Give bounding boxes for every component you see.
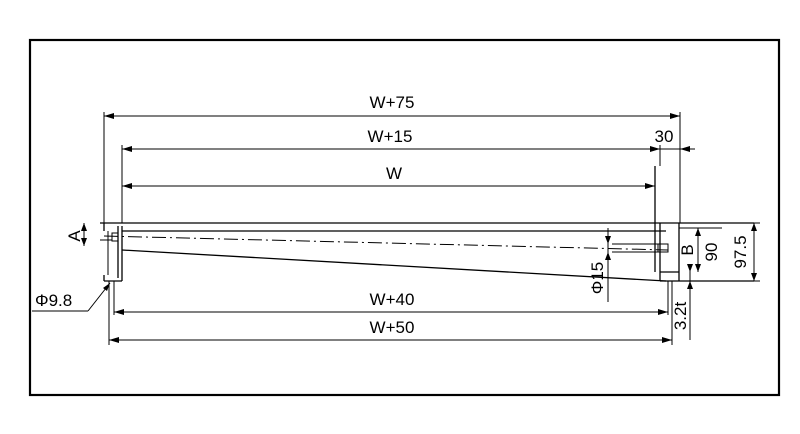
dim-3-2t: 3.2t (671, 302, 690, 331)
label-b: B (678, 244, 697, 255)
dim-w: W (386, 164, 402, 183)
dim-w-plus-50: W+50 (370, 318, 415, 337)
dim-phi-15: Φ15 (588, 262, 607, 294)
right-bracket (612, 166, 680, 281)
shaft-end (657, 243, 669, 253)
label-a: A (65, 230, 84, 242)
dim-w-plus-75: W+75 (370, 93, 415, 112)
dim-w-plus-15: W+15 (368, 127, 413, 146)
dim-90: 90 (702, 243, 721, 262)
dim-30: 30 (655, 127, 674, 146)
dim-97-5: 97.5 (731, 235, 750, 268)
left-bracket (100, 223, 123, 282)
drawing-frame (28, 38, 781, 397)
center-line (103, 235, 669, 251)
dim-phi-9-8: Φ9.8 (35, 291, 72, 310)
dim-w-plus-40: W+40 (370, 290, 415, 309)
